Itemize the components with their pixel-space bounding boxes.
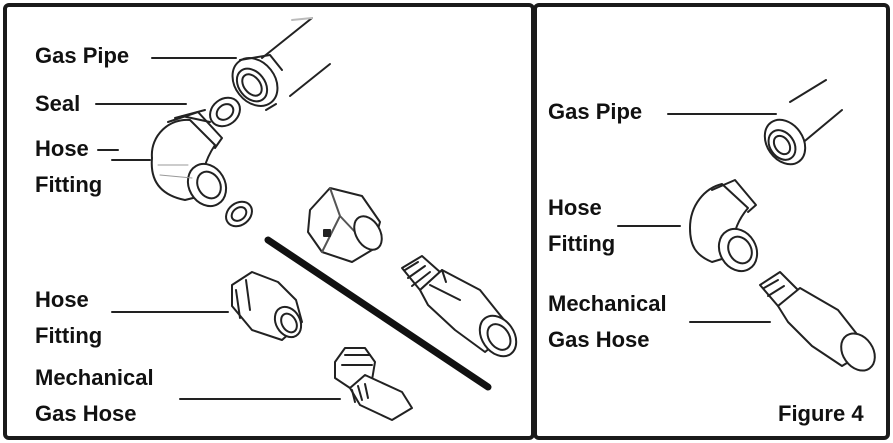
label-seal: Seal: [35, 91, 81, 116]
right-mech-hose-drawing: [759, 271, 876, 372]
label-hose-fitting-upper-line2: Fitting: [35, 172, 103, 197]
label-hose-fitting-upper-line1: Hose: [35, 136, 89, 161]
left-hex-nut-drawing: [307, 187, 383, 263]
label-hose-fitting-right-line1: Hose: [548, 195, 602, 220]
left-hose-fitting-lower-drawing: [231, 271, 303, 341]
left-seal-drawing: [209, 96, 241, 128]
left-mechanical-hose-drawing: [401, 255, 518, 358]
separator-line: [264, 236, 492, 391]
right-leader-lines: [617, 113, 777, 323]
label-mechanical-hose-line2: Gas Hose: [35, 401, 137, 426]
left-leader-lines: [95, 57, 341, 400]
figure-caption: Figure 4: [778, 401, 864, 426]
right-gas-pipe-drawing: [763, 79, 843, 166]
label-hose-fitting-lower-line2: Fitting: [35, 323, 103, 348]
label-hose-fitting-right-line2: Fitting: [548, 231, 616, 256]
label-mechanical-hose-right-line2: Gas Hose: [548, 327, 650, 352]
label-mechanical-hose-line1: Mechanical: [35, 365, 154, 390]
label-mechanical-hose-right-line1: Mechanical: [548, 291, 667, 316]
left-gas-pipe-drawing: [231, 17, 331, 111]
label-hose-fitting-lower-line1: Hose: [35, 287, 89, 312]
left-seal-lower-drawing: [225, 200, 253, 228]
right-hose-fitting-drawing: [689, 179, 759, 273]
left-hose-fitting-elbow-drawing: [150, 109, 228, 208]
left-mech-hose-lower-drawing: [334, 347, 413, 421]
label-gas-pipe-right: Gas Pipe: [548, 99, 643, 124]
label-gas-pipe-left: Gas Pipe: [35, 43, 130, 68]
